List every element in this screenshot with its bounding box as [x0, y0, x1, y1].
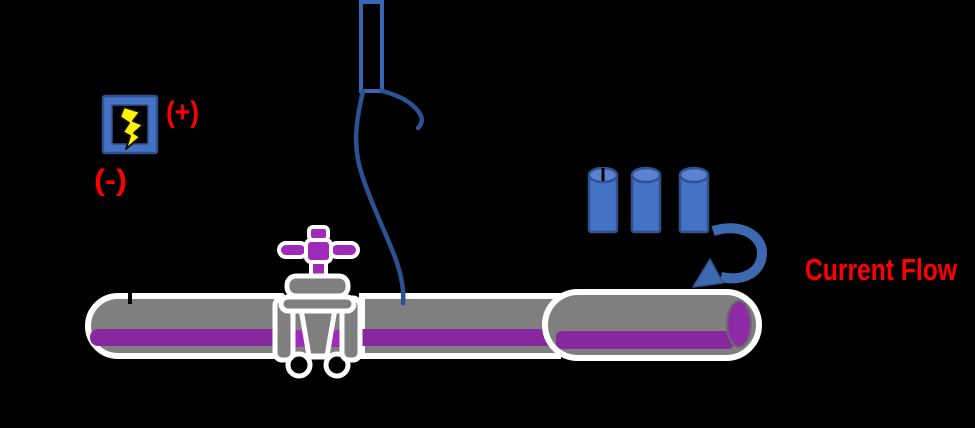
positive-terminal-label: (+) [166, 96, 199, 129]
anode-cylinders [587, 166, 710, 234]
pipe-middle-stripe [362, 329, 558, 346]
current-flow-arc [711, 223, 767, 284]
pipe-left-stripe [90, 329, 282, 346]
valve-gate-funnel [298, 306, 338, 359]
probe-lead-hook [379, 88, 424, 131]
anode-top [630, 166, 662, 184]
probe-wire-to-pipe [353, 88, 406, 306]
test-probe-assembly [353, 0, 424, 306]
anode-cylinder [630, 166, 662, 234]
valve-bonnet-bar [278, 294, 357, 314]
valve-handle-right-wing [328, 241, 360, 259]
pipe-right-stripe [556, 331, 734, 349]
valve-handle-hub [304, 238, 333, 264]
pipe-middle-segment [359, 293, 561, 359]
anode-cylinder [587, 166, 619, 234]
pipeline [85, 286, 762, 361]
power-source-icon [101, 94, 159, 155]
current-flow-arrow-icon [692, 223, 767, 288]
valve-cutout-left [285, 351, 313, 379]
pipe-bore-opening [726, 300, 752, 348]
valve-handle-left-wing [277, 241, 309, 259]
anode-cylinder [678, 166, 710, 234]
current-flow-arrowhead [692, 258, 724, 288]
valve-bonnet [284, 273, 351, 299]
valve-icon [272, 225, 363, 379]
lightning-bolt-icon [119, 106, 144, 150]
current-flow-label: Current Flow [805, 252, 958, 287]
negative-terminal-label: (-) [94, 164, 127, 197]
anode-top [678, 166, 710, 184]
test-probe-icon [359, 0, 384, 93]
pipe-left-segment [85, 293, 285, 359]
